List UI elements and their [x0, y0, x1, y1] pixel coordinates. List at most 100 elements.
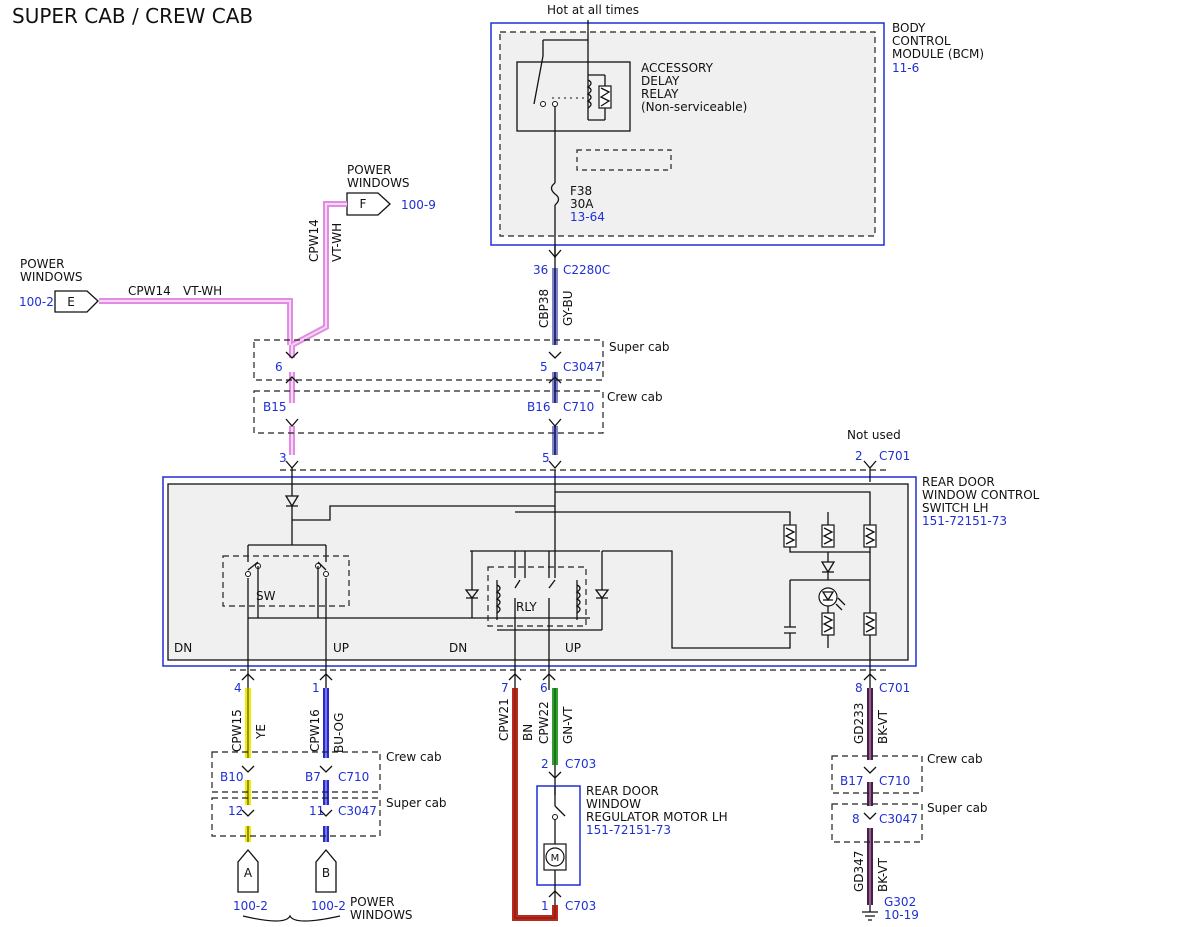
connector-arrows-top — [285, 351, 562, 427]
wire-cpw14-label-vertical: CPW14 — [307, 219, 321, 262]
wire-cpw21-bn — [512, 688, 558, 921]
pin-1-c703: 1 — [541, 899, 549, 913]
wire-cpw15-label: CPW15 — [230, 709, 244, 752]
up-label-2: UP — [565, 641, 581, 655]
power-windows-label-6: WINDOWS — [350, 908, 413, 922]
hot-at-all-times-label: Hot at all times — [547, 3, 639, 17]
rly-label: RLY — [516, 600, 537, 614]
power-windows-label-2: WINDOWS — [20, 270, 83, 284]
pin-7: 7 — [501, 681, 509, 695]
fuse-name: F38 — [570, 184, 592, 198]
relay-label-2: DELAY — [641, 74, 680, 88]
pin-3: 3 — [279, 451, 287, 465]
connector-brace — [242, 914, 341, 922]
ground-g302: G302 — [884, 895, 916, 909]
super-cab-label-bottom-right: Super cab — [927, 801, 988, 815]
not-used-label: Not used — [847, 428, 901, 442]
pin-2: 2 — [855, 449, 863, 463]
wire-gd347-label: GD347 — [852, 851, 866, 892]
switch-ref: 151-72151-73 — [922, 514, 1007, 528]
window-regulator-motor — [536, 785, 581, 905]
connector-c3047-bottom-left: C3047 — [338, 804, 377, 818]
connector-c710-bottom-right: C710 — [879, 774, 910, 788]
bcm-label-2: CONTROL — [892, 34, 951, 48]
power-windows-label-1: POWER — [20, 257, 64, 271]
connector-a-ref: 100-2 — [233, 899, 268, 913]
connector-c710: C710 — [563, 400, 594, 414]
bottom-pin-arrows — [241, 673, 877, 681]
wire-bn-label: BN — [521, 724, 535, 741]
connector-c703-top: C703 — [565, 757, 596, 771]
wire-gybu-label: GY-BU — [561, 290, 575, 326]
bottom-left-arrows — [241, 765, 333, 817]
relay-label-3: RELAY — [641, 87, 679, 101]
bcm-label-3: MODULE (BCM) — [892, 47, 984, 61]
pin-b10: B10 — [220, 770, 244, 784]
wire-gd233-label: GD233 — [852, 703, 866, 744]
wire-vtwh-label-vertical: VT-WH — [330, 223, 344, 262]
connector-b — [315, 848, 337, 893]
motor-ref: 151-72151-73 — [586, 823, 671, 837]
power-windows-label-4: WINDOWS — [347, 176, 410, 190]
motor-label-1: REAR DOOR — [586, 784, 659, 798]
pin-8: 8 — [855, 681, 863, 695]
switch-label-2: WINDOW CONTROL — [922, 488, 1040, 502]
crew-cab-box-top — [253, 390, 604, 434]
dn-label-1: DN — [174, 641, 192, 655]
connector-b-ref: 100-2 — [311, 899, 346, 913]
wire-vtwh-label-left: VT-WH — [183, 284, 222, 298]
connector-f — [346, 192, 391, 216]
crew-cab-label-bottom-left: Crew cab — [386, 750, 442, 764]
power-windows-label-5: POWER — [350, 895, 394, 909]
power-windows-label-3: POWER — [347, 163, 391, 177]
bcm-label-1: BODY — [892, 21, 926, 35]
motor-label-2: WINDOW — [586, 797, 641, 811]
wire-cpw14-label-left: CPW14 — [128, 284, 171, 298]
dn-label-2: DN — [449, 641, 467, 655]
connector-c710-bottom-left: C710 — [338, 770, 369, 784]
pin-b15: B15 — [263, 400, 287, 414]
super-cab-box-bottom-left — [211, 797, 381, 837]
connector-b-letter: B — [322, 866, 330, 880]
pin-6-c701: 6 — [540, 681, 548, 695]
motor-label-3: REGULATOR MOTOR LH — [586, 810, 728, 824]
pin-8-c3047: 8 — [852, 812, 860, 826]
pin-b16: B16 — [527, 400, 551, 414]
connector-c701-bottom: C701 — [879, 681, 910, 695]
fuse-ref: 13-64 — [570, 210, 605, 224]
wire-cpw16-label: CPW16 — [308, 709, 322, 752]
wire-bkvt-label: BK-VT — [876, 709, 890, 744]
pin-6: 6 — [275, 360, 283, 374]
connector-c701-top: C701 — [879, 449, 910, 463]
pin-b17: B17 — [840, 774, 864, 788]
connector-c2280c: C2280C — [563, 263, 610, 277]
connector-a — [237, 848, 259, 893]
c2280c-pin-arrow — [548, 245, 562, 268]
pin-5-c701: 5 — [542, 451, 550, 465]
super-cab-box-top — [253, 339, 604, 381]
up-label-1: UP — [333, 641, 349, 655]
connector-e-letter: E — [67, 295, 75, 309]
wire-bkvt2-label: BK-VT — [876, 857, 890, 892]
rear-door-window-switch-module — [162, 469, 917, 671]
pin-11: 11 — [309, 804, 324, 818]
connector-f-ref: 100-9 — [401, 198, 436, 212]
wire-cpw21-label: CPW21 — [497, 698, 511, 741]
relay-label-1: ACCESSORY — [641, 61, 714, 75]
accessory-relay — [533, 20, 612, 121]
bcm-module — [490, 22, 885, 246]
page-title: SUPER CAB / CREW CAB — [12, 4, 253, 28]
wire-gnvt-label: GN-VT — [561, 706, 575, 744]
wire-cpw22-label: CPW22 — [537, 701, 551, 744]
connector-f-letter: F — [360, 197, 367, 211]
bottom-right-arrows — [863, 766, 877, 820]
wire-ye-label: YE — [254, 724, 268, 740]
pin-1: 1 — [312, 681, 320, 695]
pin-2-c703: 2 — [541, 757, 549, 771]
pin-b7: B7 — [305, 770, 321, 784]
connector-c3047: C3047 — [563, 360, 602, 374]
crew-cab-label-top: Crew cab — [607, 390, 663, 404]
wire-buog-label: BU-OG — [332, 713, 346, 753]
